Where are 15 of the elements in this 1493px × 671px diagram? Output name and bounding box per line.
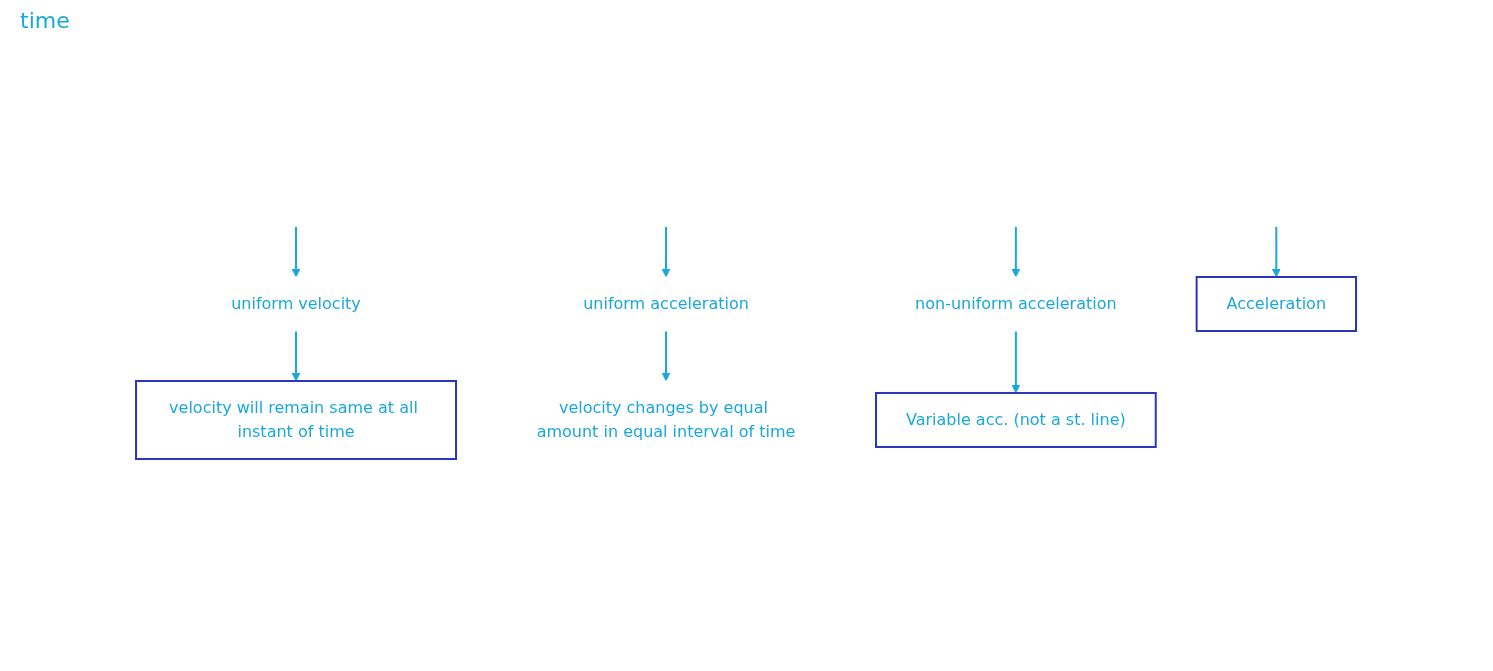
arrow [1011, 330, 1021, 394]
node-box: Variable acc. (not a st. line) [875, 392, 1158, 448]
arrow [662, 226, 671, 278]
arrow [1011, 226, 1021, 278]
note-text: time [20, 8, 70, 33]
arrow [1272, 226, 1282, 278]
node-text: uniform velocity [231, 293, 362, 313]
arrow [292, 226, 301, 278]
arrow [292, 330, 301, 382]
node-box: Acceleration [1196, 276, 1358, 332]
node-box: velocity will remain same at all instant of time [135, 380, 458, 460]
node-text: uniform acceleration [583, 293, 750, 313]
arrow [662, 330, 671, 382]
node-text: non-uniform acceleration [915, 293, 1118, 313]
node-text: velocity changes by equal amount in equal interval of time [537, 397, 796, 441]
